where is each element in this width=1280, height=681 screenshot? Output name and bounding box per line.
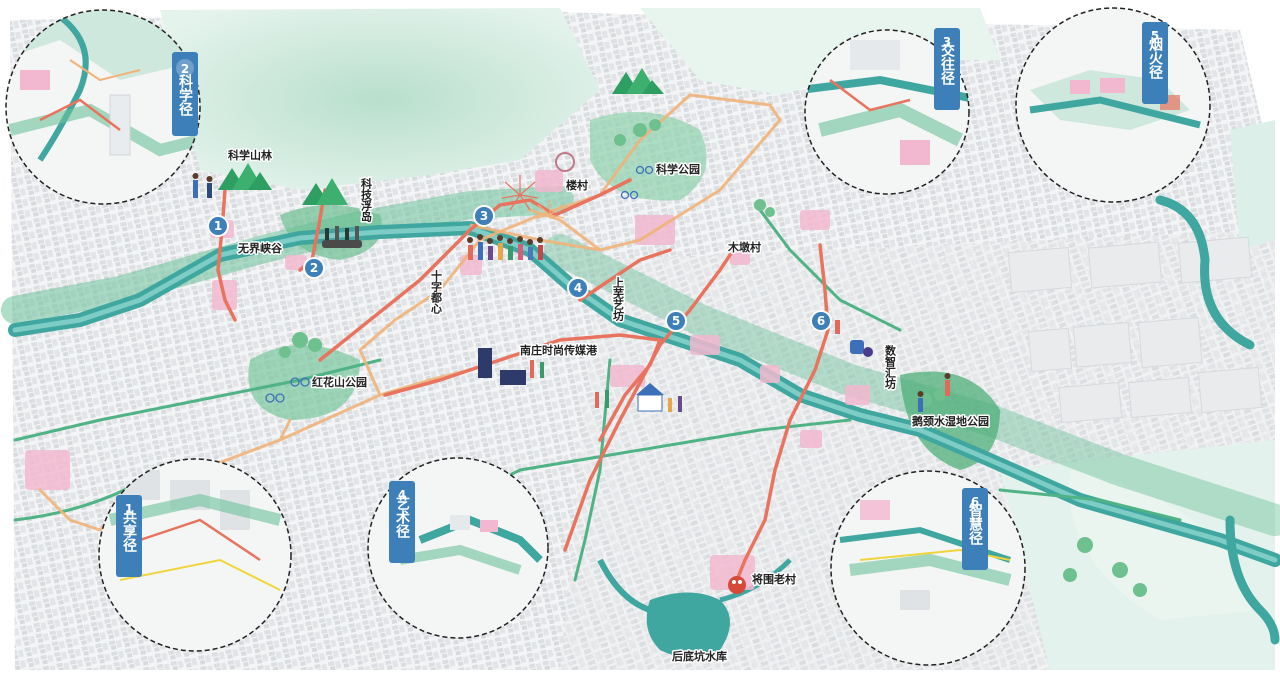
panel-number: 5 <box>1151 29 1159 43</box>
panel-number: 1 <box>125 502 133 516</box>
panel-badge <box>934 28 960 110</box>
ferris-wheel-icon <box>555 152 575 172</box>
panel-number: 6 <box>971 495 979 509</box>
route-marker-1[interactable]: 1 <box>207 215 229 237</box>
media-screen-icon <box>478 348 544 385</box>
panel-badge <box>172 52 198 136</box>
panel-title: 共享径 <box>121 509 137 553</box>
detail-panel-social-path: 3 交往径 <box>804 28 970 195</box>
route-marker-2[interactable]: 2 <box>303 257 325 279</box>
panel-badge <box>962 488 988 570</box>
place-label-houdi-reservoir: 后底坑水库 <box>672 649 727 663</box>
place-label-jiangwei-village: 将围老村 <box>752 572 796 586</box>
cyclist-icon <box>265 165 654 403</box>
svg-text:3: 3 <box>480 209 488 223</box>
crowd-icon <box>467 234 543 260</box>
panel-badge <box>389 481 415 563</box>
place-label-lou-village: 楼村 <box>566 178 588 192</box>
place-label-science-forest: 科学山林 <box>228 148 272 162</box>
crowd-icon <box>322 226 362 248</box>
svg-text:1: 1 <box>214 219 222 233</box>
route-marker-4[interactable]: 4 <box>567 277 589 299</box>
route-marker-6[interactable]: 6 <box>810 310 832 332</box>
panel-number: 3 <box>943 35 951 49</box>
svg-text:5: 5 <box>672 314 680 328</box>
lion-dance-icon <box>728 576 746 594</box>
market-stall-icon <box>595 383 682 412</box>
detail-panel-fireworks-path: 5 烟火径 <box>1015 7 1211 203</box>
detail-panel-art-path: 4 艺术径 <box>367 457 549 639</box>
place-label-nanzhuang-media: 南庄时尚传媒港 <box>520 343 598 357</box>
place-label-mudun-village: 木墩村 <box>727 240 761 254</box>
detail-panel-shared-path: 1 共享径 <box>98 458 292 652</box>
svg-text:4: 4 <box>574 281 582 295</box>
panel-badge <box>1142 22 1168 104</box>
firework-icon <box>535 200 565 219</box>
panel-title: 科学径 <box>177 73 193 117</box>
person-icon <box>192 173 951 412</box>
panel-badge <box>116 495 142 577</box>
robot-icon <box>835 320 873 357</box>
mountain-icon <box>612 68 664 94</box>
panel-number: 4 <box>398 488 406 502</box>
route-marker-3[interactable]: 3 <box>473 205 495 227</box>
place-label-digital-hub: 数智汇坊 <box>884 344 897 390</box>
firework-icon <box>501 175 539 211</box>
panel-title: 艺术径 <box>394 495 410 539</box>
svg-text:6: 6 <box>817 314 825 328</box>
panel-title: 智慧径 <box>967 502 984 546</box>
place-label-shangwu-art: 上芜艺坊 <box>612 276 625 322</box>
place-label-science-park: 科学公园 <box>656 162 700 176</box>
route-marker-5[interactable]: 5 <box>665 310 687 332</box>
panel-title: 烟火径 <box>1147 37 1163 80</box>
place-label-tech-island: 科技浮岛 <box>360 177 373 223</box>
panel-title: 交往径 <box>939 42 955 86</box>
mountain-icon <box>218 163 272 190</box>
detail-panel-smart-path: 6 智慧径 <box>830 470 1026 666</box>
panel-number: 2 <box>181 62 189 76</box>
place-label-boundless-valley: 无界峡谷 <box>237 241 283 255</box>
place-label-honghuashan-park: 红花山公园 <box>312 375 367 389</box>
place-label-cross-center: 十字都心 <box>430 269 444 315</box>
svg-text:2: 2 <box>310 261 318 275</box>
place-label-ejing-wetland: 鹅颈水湿地公园 <box>912 414 989 428</box>
mountain-icon <box>302 178 348 205</box>
